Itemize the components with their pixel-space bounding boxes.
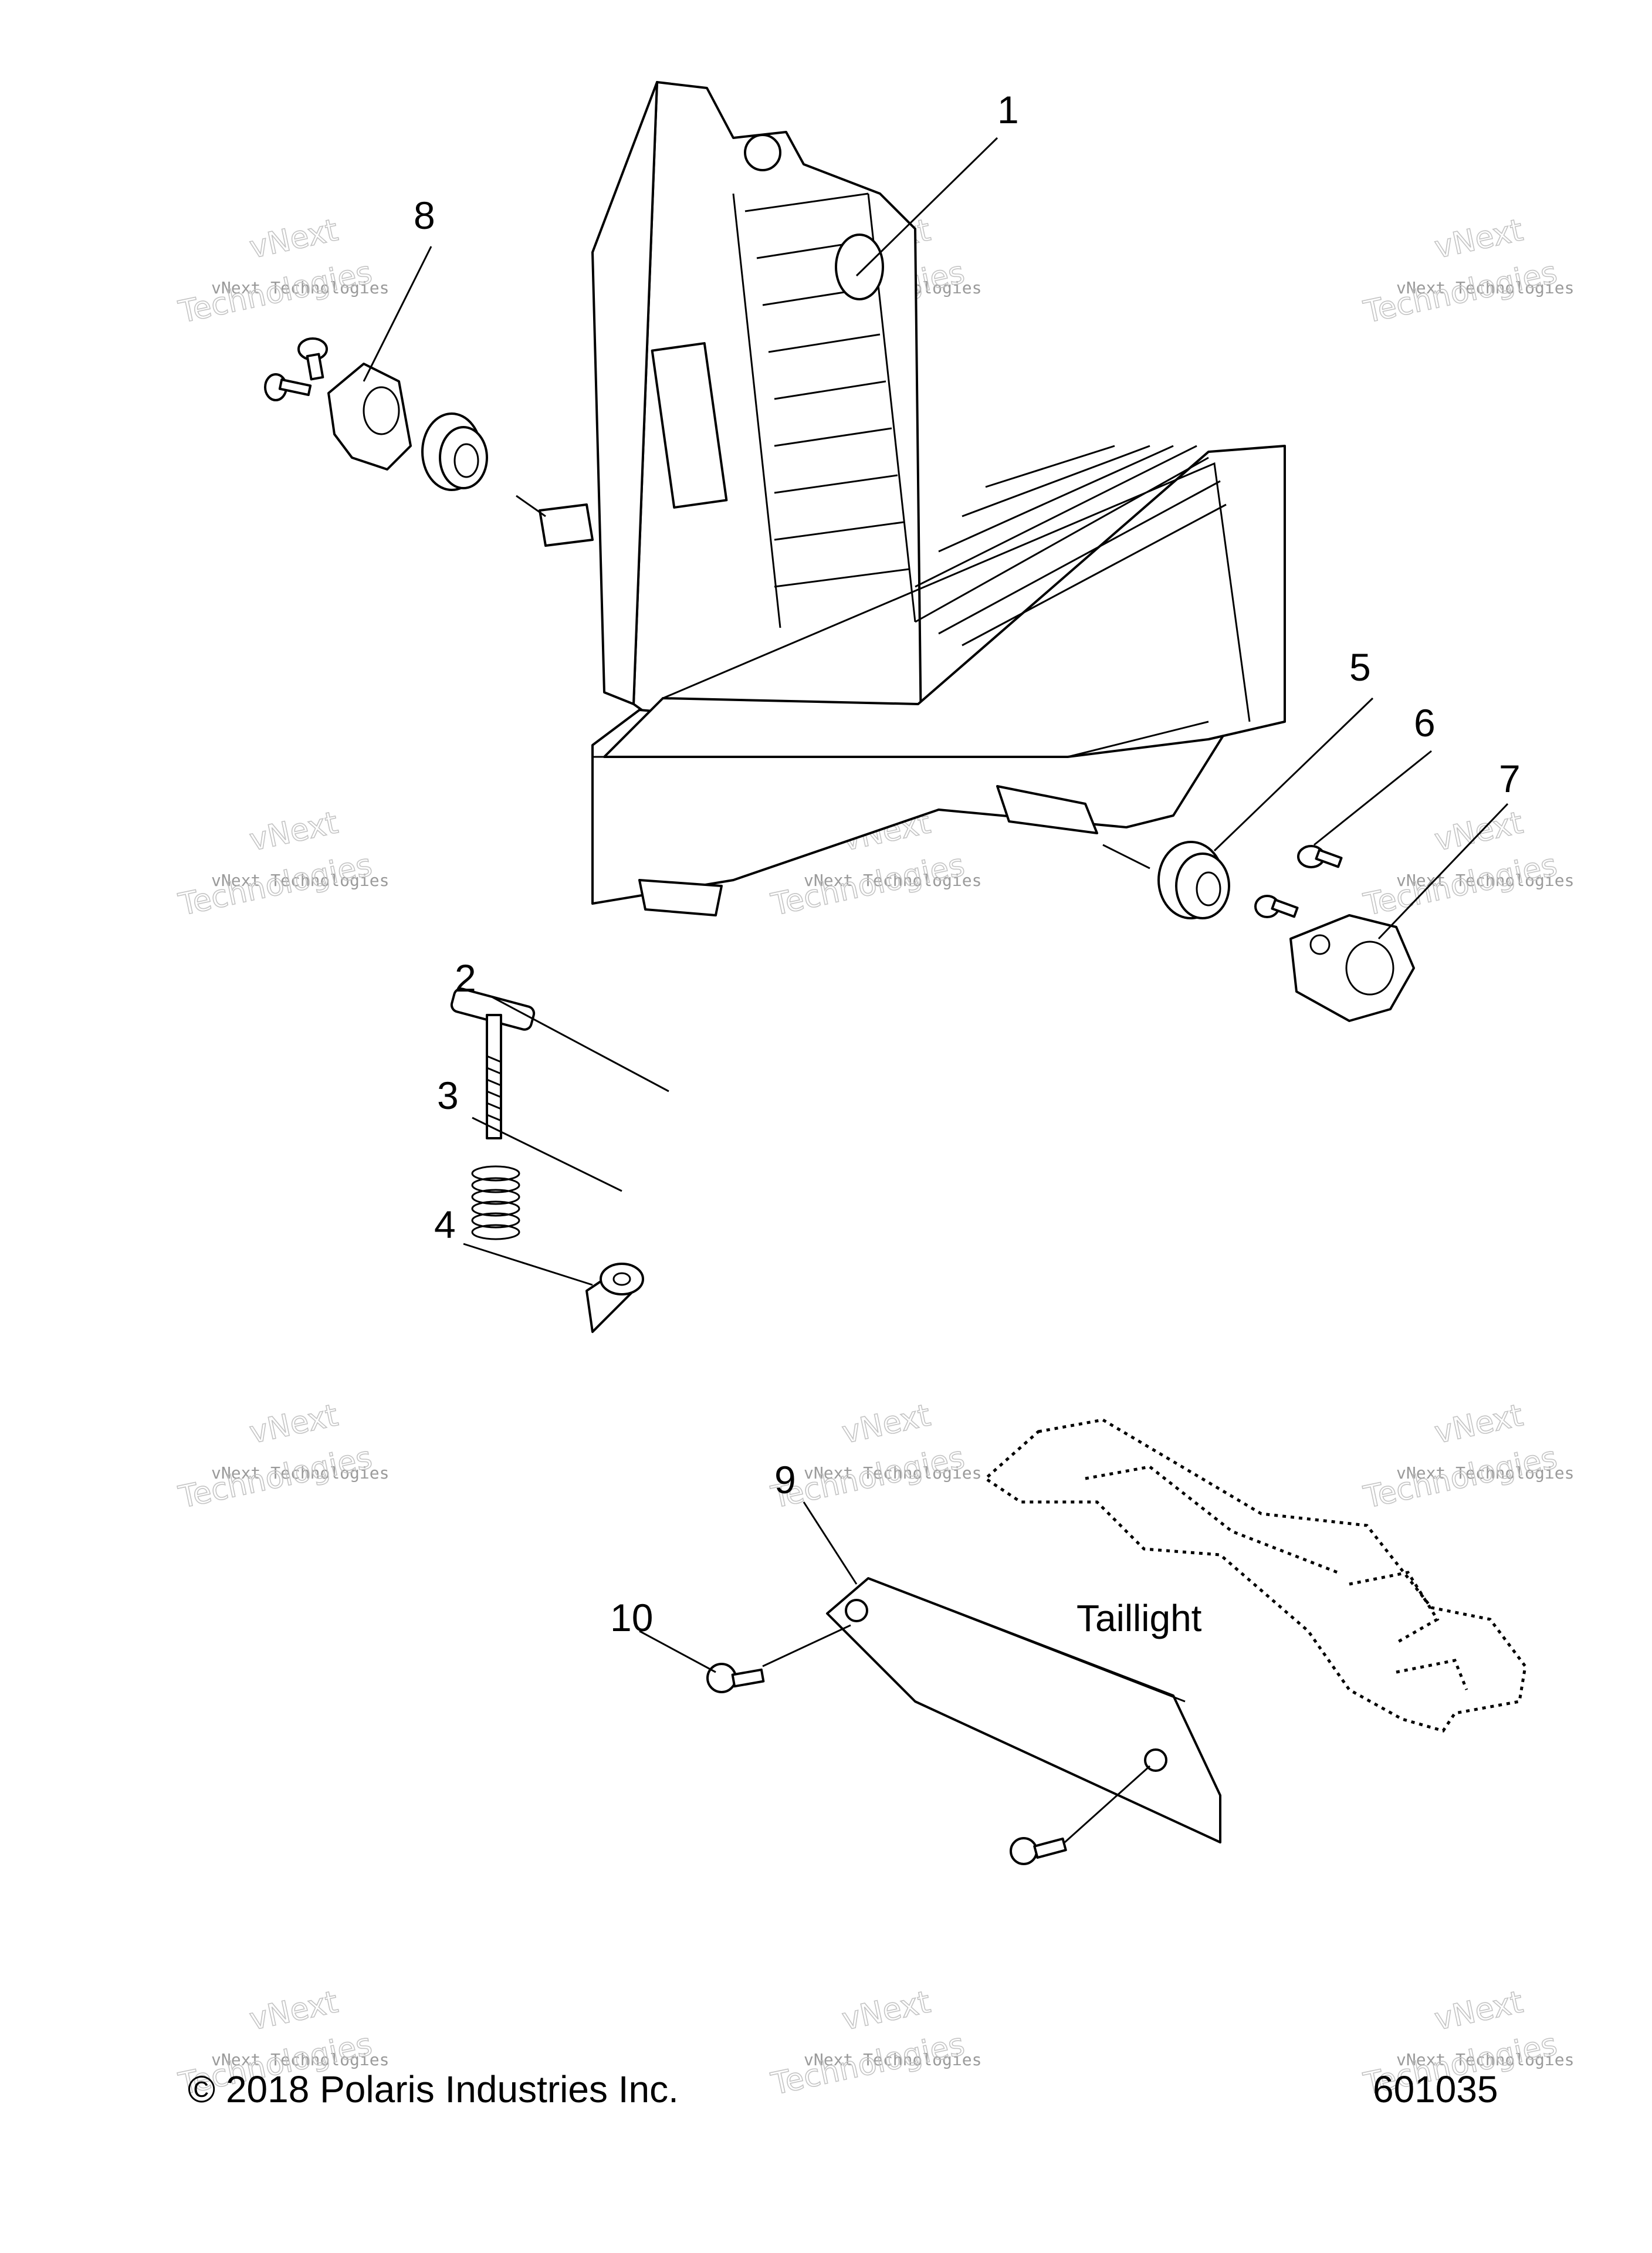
watermark-large-top: vNext: [1431, 1984, 1526, 2037]
leader-8: [363, 246, 432, 382]
watermark-large-bottom: Technologies: [1360, 1440, 1560, 1515]
watermark-small: vNext Technologies: [1396, 1463, 1574, 1483]
screw-upper-1: [297, 337, 328, 381]
leader-6: [1314, 750, 1432, 846]
headlight-top-mount: [744, 134, 781, 171]
headlight-adjuster-post-upper: [539, 503, 594, 547]
watermark-large-top: vNext: [839, 1398, 933, 1450]
watermark-large-top: vNext: [246, 1398, 341, 1450]
callout-2: 2: [455, 956, 476, 1000]
watermark: vNext vNext Technologies Technologies: [175, 805, 389, 923]
callout-4: 4: [434, 1203, 456, 1246]
watermark-large-top: vNext: [839, 1984, 933, 2037]
leader-1: [855, 137, 998, 277]
watermark: vNext vNext Technologies Technologies: [1360, 805, 1574, 923]
adjuster-bracket-lower: [1289, 914, 1415, 1022]
headlight-adjuster-post-lower: [996, 785, 1098, 834]
watermark-small: vNext Technologies: [804, 871, 981, 890]
callout-7: 7: [1499, 757, 1521, 800]
callout-8: 8: [414, 194, 435, 237]
watermark-large-bottom: Technologies: [175, 255, 375, 330]
leader-5: [1213, 697, 1374, 852]
leader-4: [463, 1243, 593, 1286]
lens-inner-edge: [593, 720, 1209, 758]
headlight-foot: [638, 879, 723, 916]
watermark: vNext vNext Technologies Technologies: [175, 212, 389, 331]
callout-3: 3: [437, 1074, 459, 1117]
axis-line-taillight: [762, 1624, 851, 1667]
watermark-small: vNext Technologies: [804, 2050, 981, 2069]
screw-upper-2: [264, 373, 312, 401]
watermark-small: vNext Technologies: [211, 871, 389, 890]
leader-9: [803, 1501, 858, 1585]
watermark-small: vNext Technologies: [211, 278, 389, 297]
watermark-large-bottom: Technologies: [175, 848, 375, 923]
leader-2: [492, 996, 669, 1092]
callout-5: 5: [1349, 645, 1371, 689]
taillight-reflector: [826, 1577, 1221, 1843]
leader-3: [472, 1117, 622, 1192]
watermark-large-top: vNext: [246, 212, 341, 265]
watermark-small: vNext Technologies: [1396, 278, 1574, 297]
callout-10: 10: [610, 1596, 653, 1639]
watermark-large-top: vNext: [246, 805, 341, 858]
headlight-assembly: [539, 81, 1286, 916]
headlight-upper-lens: [591, 81, 658, 705]
axis-line-lower: [1102, 844, 1150, 870]
watermark-small: vNext Technologies: [211, 1463, 389, 1483]
watermark: vNext vNext Technologies Technologies: [175, 1398, 389, 1516]
heatsink-fins-lower: [915, 445, 1227, 647]
callout-6: 6: [1414, 701, 1436, 745]
watermark-large-top: vNext: [1431, 1398, 1526, 1450]
watermark-large-bottom: Technologies: [768, 1440, 967, 1515]
taillight-reference-outline: [983, 1418, 1527, 1733]
clip-nut: [585, 1263, 644, 1333]
callout-9: 9: [774, 1458, 796, 1501]
spring: [471, 1165, 520, 1240]
watermark-large-bottom: Technologies: [1360, 255, 1560, 330]
watermark-large-bottom: Technologies: [1360, 848, 1560, 923]
screw-taillight-1: [706, 1663, 765, 1693]
adjuster-bushing-upper: [421, 412, 488, 491]
screw-lower-2: [1254, 895, 1299, 918]
axis-line-taillight-2: [1064, 1765, 1151, 1843]
headlight-label-plate: [651, 342, 728, 509]
axis-line-upper: [516, 495, 546, 517]
watermark-large-top: vNext: [1431, 805, 1526, 858]
leader-7: [1377, 803, 1509, 940]
t-bolt: [450, 987, 536, 1139]
adjuster-bracket-upper: [327, 363, 412, 471]
taillight-label: Taillight: [1076, 1597, 1202, 1639]
copyright-text: © 2018 Polaris Industries Inc.: [188, 2068, 679, 2110]
callout-1: 1: [997, 88, 1019, 131]
watermark: vNext vNext Technologies Technologies: [1360, 1398, 1574, 1516]
watermark-large-bottom: Technologies: [175, 1440, 375, 1515]
watermark-small: vNext Technologies: [211, 2050, 389, 2069]
watermark: vNext vNext Technologies Technologies: [767, 1984, 981, 2103]
diagram-number: 601035: [1373, 2068, 1498, 2110]
watermark-large-top: vNext: [246, 1984, 341, 2037]
screw-taillight-2: [1010, 1837, 1067, 1865]
watermark: vNext vNext Technologies Technologies: [1360, 212, 1574, 331]
watermark-large-bottom: Technologies: [768, 2027, 967, 2102]
leader-lines: [363, 137, 1509, 1673]
callout-numbers: 1 2 3 4 5 6 7 8 9 10: [414, 88, 1521, 1639]
adjuster-bushing-lower: [1157, 841, 1230, 919]
lens-edge: [662, 462, 1251, 722]
headlight-socket: [835, 234, 884, 300]
watermark-small: vNext Technologies: [1396, 2050, 1574, 2069]
watermark-small: vNext Technologies: [804, 1463, 981, 1483]
watermark-small: vNext Technologies: [1396, 871, 1574, 890]
leader-10: [639, 1630, 716, 1673]
watermark: vNext vNext Technologies Technologies: [767, 1398, 981, 1516]
screw-lower-1: [1297, 845, 1343, 868]
watermark-large-top: vNext: [1431, 212, 1526, 265]
